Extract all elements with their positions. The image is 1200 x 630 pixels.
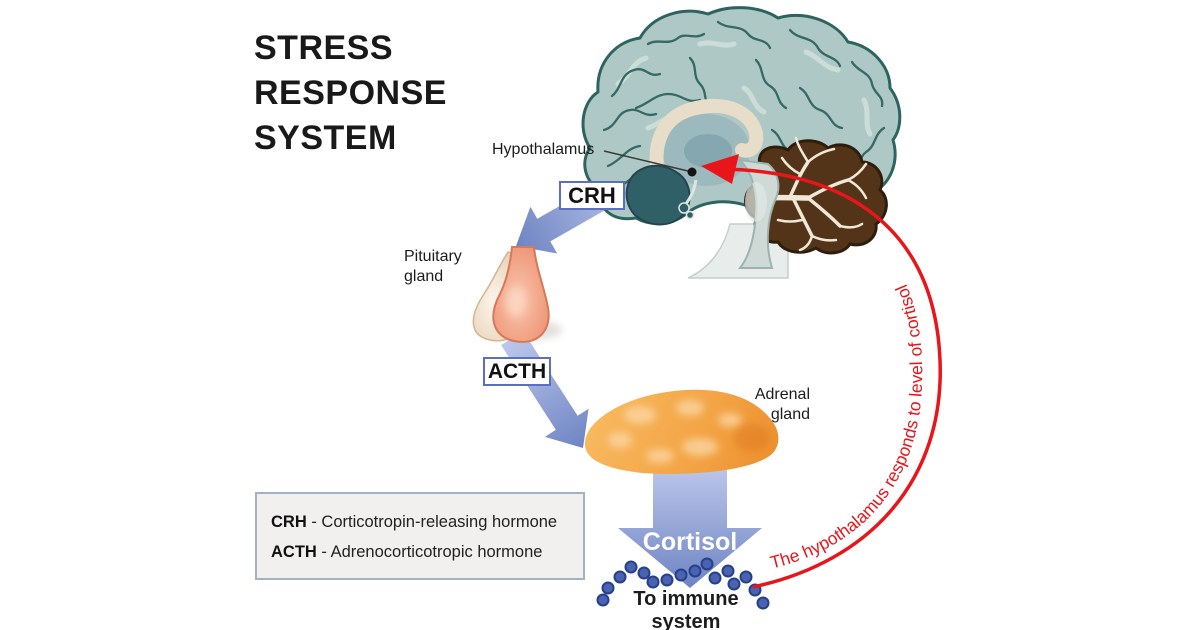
thalamus [684,134,732,168]
feedback-text: The hypothalamus responds to level of co… [768,282,926,573]
cortisol-arrow-label: Cortisol [643,528,737,556]
hypothalamus-pointer [603,150,697,177]
abbreviation-legend: CRH - Corticotropin-releasing hormone AC… [255,492,585,580]
hypothalamus-dot [687,167,697,177]
feedback-arrowhead [701,154,739,184]
pituitary-stalk [684,179,698,205]
legend-acth-abbr: ACTH [271,543,317,561]
legend-row-crh: CRH - Corticotropin-releasing hormone [271,507,569,537]
pituitary-highlight [506,287,526,317]
feedback-arc [717,167,942,589]
pituitary-illustration [472,246,562,343]
hypothalamus-region [625,164,691,226]
brain-illustration [581,6,902,279]
cortisol-arrow [618,460,762,588]
page-title: STRESS RESPONSE SYSTEM [254,29,447,157]
adrenal-shade [734,424,770,452]
adrenal-illustration [584,389,779,474]
arbor-vitae [761,136,868,252]
legend-acth-definition: - Adrenocorticotropic hormone [316,543,543,561]
crh-label-box: CRH [559,181,625,210]
acth-arrow [501,330,589,448]
corpus-callosum [649,99,764,189]
stalk-node [685,210,695,220]
adrenal-texture [608,400,742,463]
acth-label-box: ACTH [483,357,551,386]
pons-highlight [745,182,767,222]
immune-system-label: To immune system [633,588,739,630]
hypothalamus-label: Hypothalamus [492,141,595,158]
cortisol-dots [596,557,770,610]
legend-row-acth: ACTH - Adrenocorticotropic hormone [271,537,569,567]
stalk-node [678,202,690,214]
legend-crh-abbr: CRH [271,513,307,531]
pituitary-gland-label: Pituitary gland [404,248,462,285]
adrenal-gland-label: Adrenal gland [754,386,810,423]
gyri-lines [602,20,886,190]
legend-crh-definition: - Corticotropin-releasing hormone [306,513,558,531]
